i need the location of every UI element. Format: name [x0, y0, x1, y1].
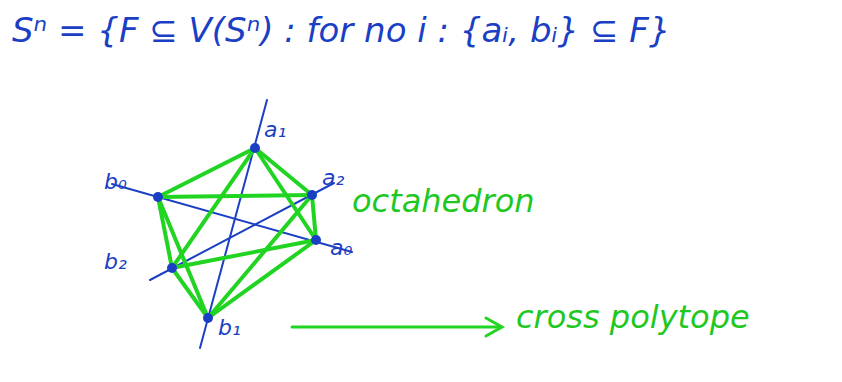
set-definition: Sⁿ = {F ⊆ V(Sⁿ) : for no i : {aᵢ, bᵢ} ⊆ … [12, 12, 671, 49]
vertex-label: a₁ [264, 118, 286, 142]
vertex-label: b₂ [104, 250, 127, 274]
octahedron-edges [158, 148, 316, 318]
vertex-dots [153, 143, 321, 323]
vertex-label: b₁ [218, 316, 241, 340]
axis-line [112, 184, 352, 252]
shape-name: octahedron [352, 184, 535, 219]
axis-line [150, 183, 334, 280]
vertex-label: a₀ [330, 236, 352, 260]
vertex-label: a₂ [322, 166, 344, 190]
green-arrow [292, 318, 502, 336]
vertex-label: b₀ [104, 170, 127, 194]
shape-name: cross polytope [516, 300, 750, 335]
